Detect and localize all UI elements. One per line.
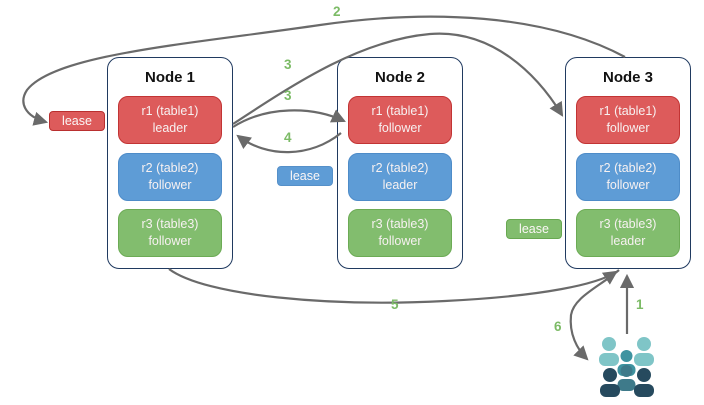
replica-label: r2 (table2) xyxy=(141,161,199,176)
node-2-replica-r2: r2 (table2) leader xyxy=(348,153,452,201)
node-3-replica-r2: r2 (table2) follower xyxy=(576,153,680,201)
step-label-6: 6 xyxy=(554,319,562,334)
node-2-replica-r3: r3 (table3) follower xyxy=(348,209,452,257)
replica-role: follower xyxy=(378,121,422,135)
step-label-4: 4 xyxy=(284,130,292,145)
replica-label: r3 (table3) xyxy=(599,217,657,232)
node-2-box: Node 2 r1 (table1) follower r2 (table2) … xyxy=(337,57,463,269)
replica-label: r3 (table3) xyxy=(141,217,199,232)
node-3-box: Node 3 r1 (table1) follower r2 (table2) … xyxy=(565,57,691,269)
replica-role: leader xyxy=(382,178,418,192)
step-label-5: 5 xyxy=(391,297,399,312)
node-1-replica-r1: r1 (table1) leader xyxy=(118,96,222,144)
node-1-replica-r3: r3 (table3) follower xyxy=(118,209,222,257)
arrow-step3-leader-to-node2 xyxy=(232,109,346,128)
lease-badge-table3: lease xyxy=(506,219,562,239)
replica-role: follower xyxy=(148,234,192,248)
step-label-2: 2 xyxy=(333,4,341,19)
node-1-title: Node 1 xyxy=(144,69,195,86)
lease-badge-table1: lease xyxy=(49,111,105,131)
replica-label: r1 (table1) xyxy=(371,104,429,119)
replica-label: r1 (table1) xyxy=(141,104,199,119)
node-2-replica-r1: r1 (table1) follower xyxy=(348,96,452,144)
replica-role: follower xyxy=(378,234,422,248)
lease-badge-table2: lease xyxy=(277,166,333,186)
replica-role: leader xyxy=(152,121,188,135)
replica-role: follower xyxy=(606,178,650,192)
replica-role: follower xyxy=(148,178,192,192)
replica-role: follower xyxy=(606,121,650,135)
replica-role: leader xyxy=(610,234,646,248)
replica-label: r2 (table2) xyxy=(599,161,657,176)
node-1-replica-r2: r2 (table2) follower xyxy=(118,153,222,201)
node-3-replica-r3: r3 (table3) leader xyxy=(576,209,680,257)
node-2-title: Node 2 xyxy=(374,69,425,86)
node-3-title: Node 3 xyxy=(602,69,653,86)
replica-label: r3 (table3) xyxy=(371,217,429,232)
node-1-box: Node 1 r1 (table1) leader r2 (table2) fo… xyxy=(107,57,233,269)
replica-label: r1 (table1) xyxy=(599,104,657,119)
step-label-3a: 3 xyxy=(284,57,292,72)
step-label-1: 1 xyxy=(636,297,644,312)
replica-label: r2 (table2) xyxy=(371,161,429,176)
node-3-replica-r1: r1 (table1) follower xyxy=(576,96,680,144)
users-group-icon xyxy=(599,337,654,397)
step-label-3b: 3 xyxy=(284,88,292,103)
